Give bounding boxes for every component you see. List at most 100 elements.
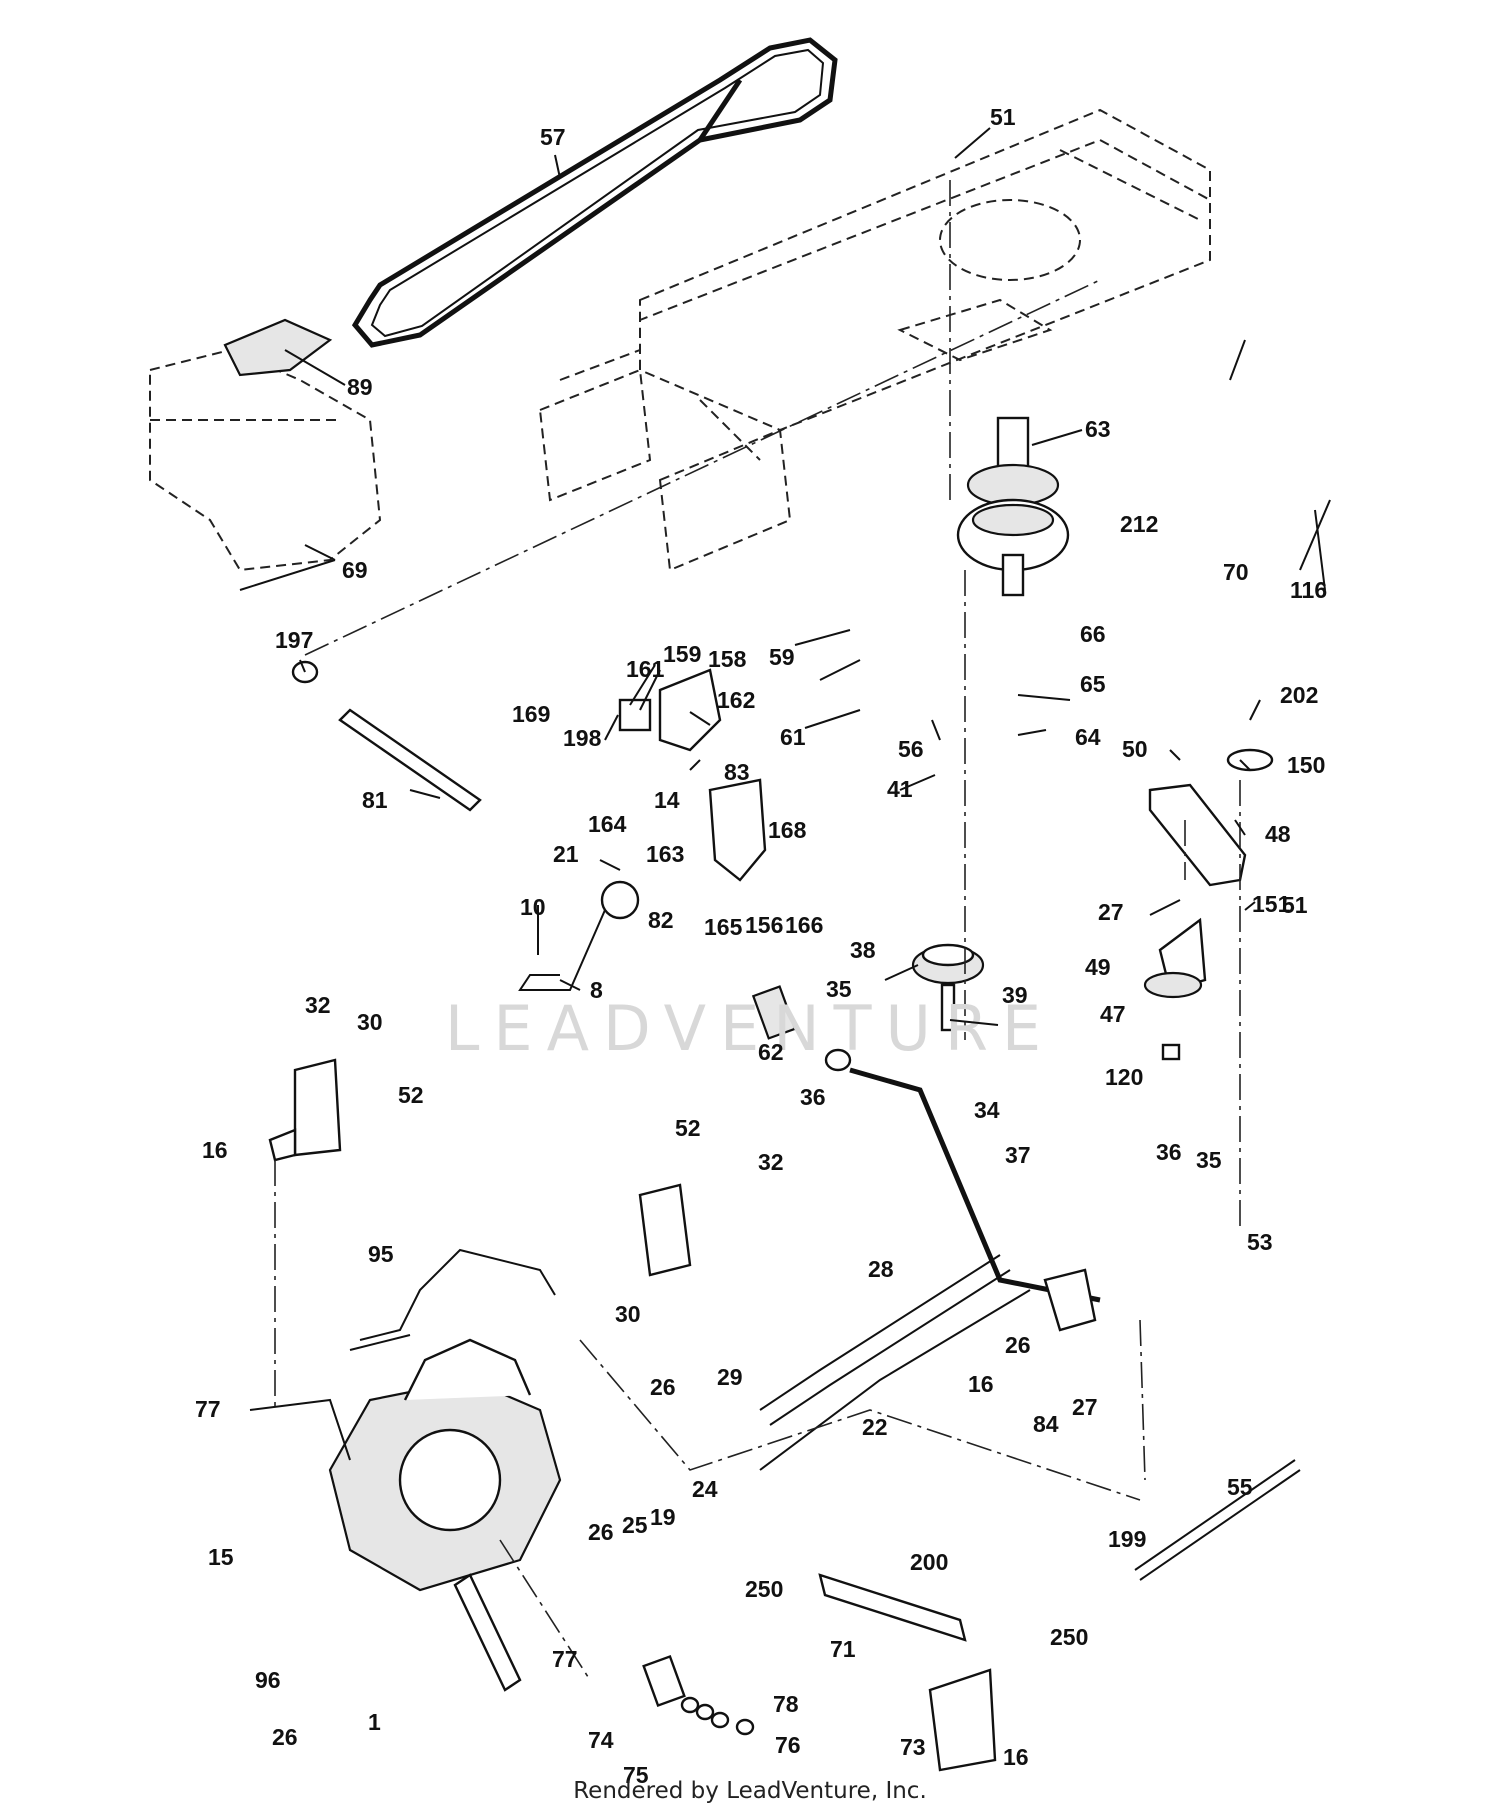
part-label: 51 [990,104,1016,130]
part-label: 74 [588,1727,614,1753]
part-label: 78 [773,1691,799,1717]
part-label: 10 [520,894,546,920]
part-label: 73 [900,1734,926,1760]
part-label: 198 [563,725,602,751]
idler-arm [1143,748,1274,1061]
part-label: 53 [1247,1229,1273,1255]
part-label: 63 [1085,416,1111,442]
part-label: 96 [255,1667,281,1693]
part-label: 202 [1280,682,1318,708]
part-label: 28 [868,1256,894,1282]
part-label: 250 [745,1576,783,1602]
part-label: 150 [1287,752,1325,778]
part-label: 59 [769,644,795,670]
part-label: 250 [1050,1624,1088,1650]
part-label: 163 [646,841,684,867]
part-label: 77 [552,1646,578,1672]
footer-credit: Rendered by LeadVenture, Inc. [573,1778,927,1804]
part-label: 24 [692,1476,718,1502]
part-label: 95 [368,1241,394,1267]
part-label: 39 [1002,982,1028,1008]
part-label: 62 [758,1039,784,1065]
part-label: 151 [1252,891,1291,917]
part-label: 165 [704,914,743,940]
part-label: 164 [588,811,627,837]
part-label: 32 [305,992,331,1018]
dash-panel [149,318,382,572]
pedal-rod [751,985,1101,1332]
part-label: 55 [1227,1474,1253,1500]
part-label: 26 [272,1724,298,1750]
part-label: 35 [1196,1147,1222,1173]
part-label: 35 [826,976,852,1002]
part-label: 1 [368,1709,381,1735]
part-label: 38 [850,937,876,963]
part-label: 89 [347,374,373,400]
part-label: 26 [588,1519,614,1545]
mount-bracket-center [638,1183,692,1277]
axle-spacers [642,1654,755,1736]
return-spring [1134,1459,1301,1581]
part-label: 30 [357,1009,383,1035]
part-label: 162 [717,687,755,713]
part-label: 29 [717,1364,743,1390]
part-label: 8 [590,977,603,1003]
part-label: 52 [398,1082,424,1108]
part-label: 41 [887,776,913,802]
part-label: 47 [1100,1001,1126,1027]
watermark: LEADVENTURE [445,992,1055,1065]
frame-outline [538,108,1211,572]
part-label: 16 [202,1137,228,1163]
part-label: 52 [675,1115,701,1141]
part-label: 120 [1105,1064,1143,1090]
part-label: 26 [650,1374,676,1400]
part-label: 200 [910,1549,948,1575]
pulley-assembly [956,416,1070,597]
part-label: 168 [768,817,807,843]
part-label: 16 [1003,1744,1029,1770]
part-label: 76 [775,1732,801,1758]
brake-bracket [818,1573,997,1772]
part-label: 36 [1156,1139,1182,1165]
part-label: 34 [974,1097,1000,1123]
drive-belt [351,37,838,348]
part-label: 65 [1080,671,1106,697]
part-label: 81 [362,787,388,813]
part-label: 57 [540,124,566,150]
part-label: 26 [1005,1332,1031,1358]
part-label: 116 [1290,577,1327,603]
transaxle [249,1338,562,1692]
part-label: 82 [648,907,674,933]
part-label: 14 [654,787,680,813]
part-label: 212 [1120,511,1158,537]
part-label: 84 [1033,1411,1059,1437]
linkage-rods [759,1254,1031,1471]
part-label: 30 [615,1301,641,1327]
part-label: 51 [1282,892,1308,918]
part-label: 71 [830,1636,856,1662]
centerlines [274,180,1241,1681]
part-label: 156 [745,912,783,938]
part-label: 158 [708,646,747,672]
part-label: 22 [862,1414,888,1440]
part-label: 61 [780,724,806,750]
part-label: 25 [622,1512,648,1538]
part-label: 32 [758,1149,784,1175]
mount-bracket-left [268,1058,342,1162]
part-label: 36 [800,1084,826,1110]
part-label: 77 [195,1396,221,1422]
part-label: 69 [342,557,368,583]
shift-lever [518,880,640,991]
part-label: 75 [623,1762,649,1788]
part-label: 27 [1098,899,1124,925]
part-label: 37 [1005,1142,1031,1168]
part-label: 49 [1085,954,1111,980]
part-label: 169 [512,701,550,727]
part-label: 166 [785,912,823,938]
part-label: 66 [1080,621,1106,647]
control-rod [349,1248,556,1351]
part-label: 161 [626,656,665,682]
part-label: 159 [663,641,701,667]
part-label: 48 [1265,821,1291,847]
